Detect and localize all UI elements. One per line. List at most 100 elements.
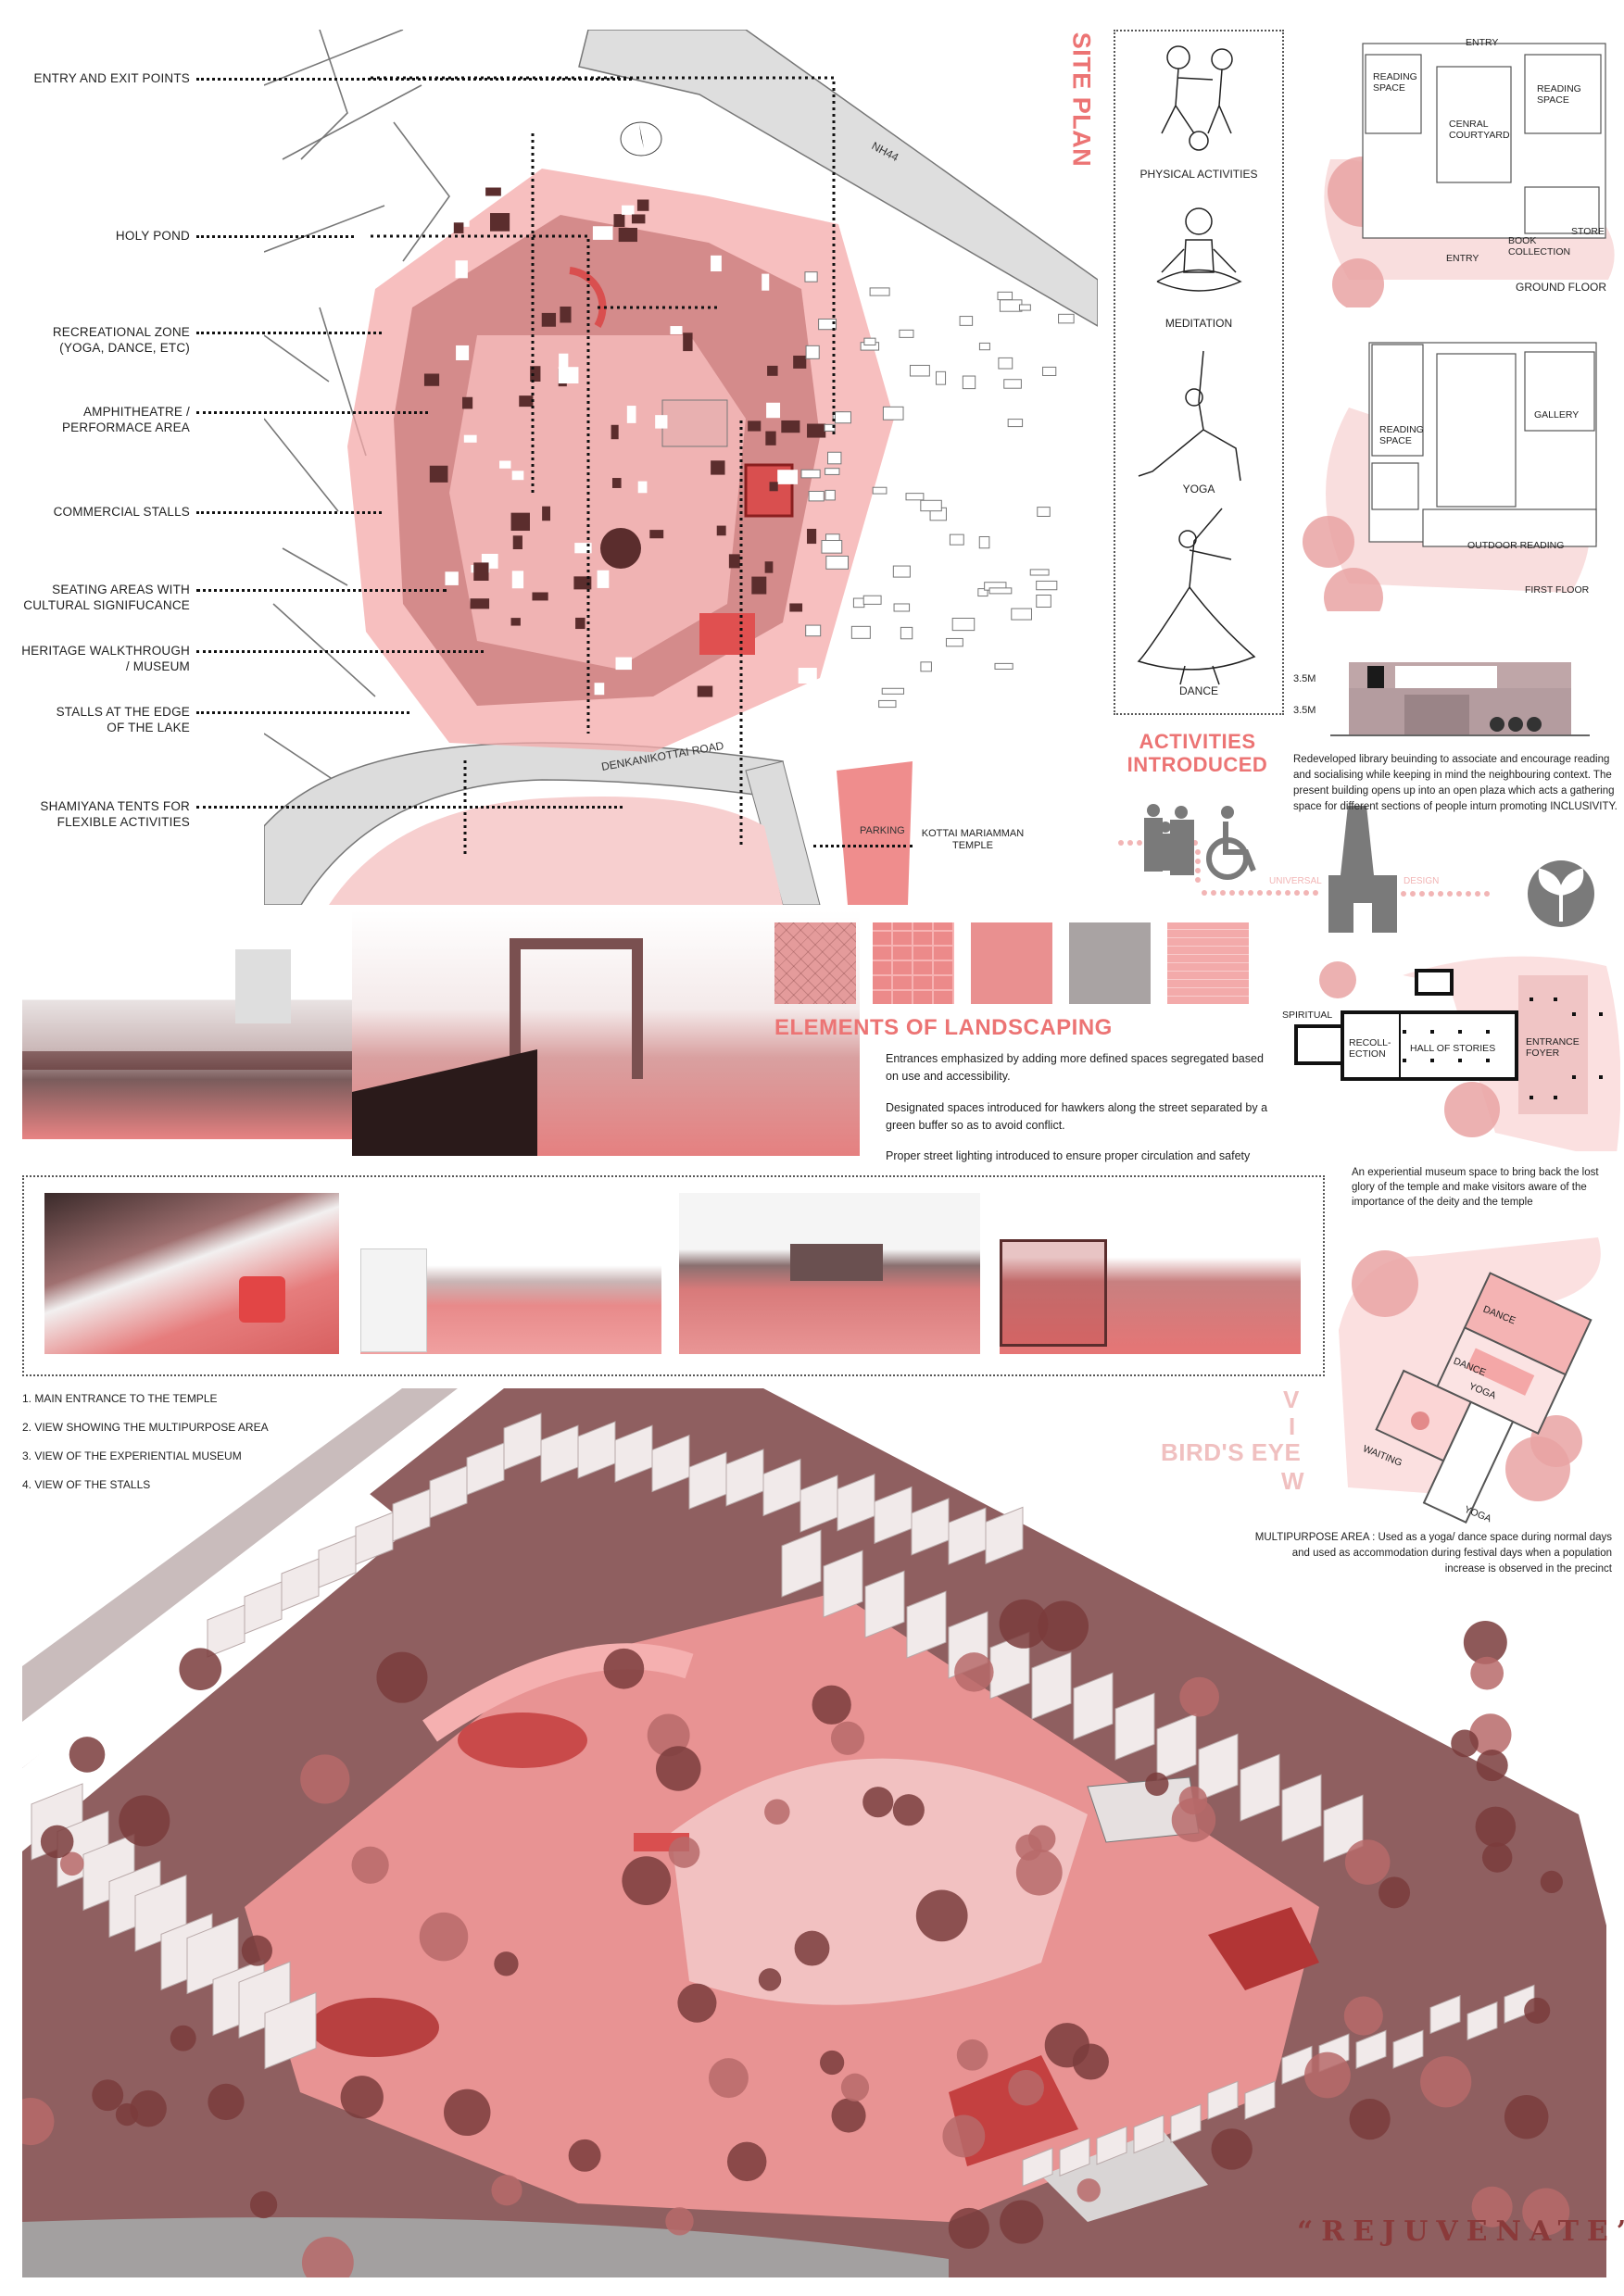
activity-yoga-label: YOGA — [1182, 483, 1215, 496]
tree-icon — [655, 1746, 701, 1791]
building-block — [558, 367, 579, 383]
building-outline — [945, 637, 963, 647]
tree-icon — [1344, 1839, 1391, 1885]
dance-illustration — [1137, 508, 1256, 685]
aerial-building — [1114, 1692, 1155, 1761]
aerial-building — [244, 1581, 283, 1635]
building-outline — [988, 587, 1013, 595]
tree-icon — [1324, 568, 1383, 611]
building-outline — [834, 411, 851, 424]
activity-dance-label: DANCE — [1178, 684, 1218, 697]
tree-icon — [491, 2175, 522, 2206]
building-outline — [850, 625, 871, 639]
building-block — [573, 576, 592, 590]
building-outline — [909, 364, 930, 377]
room-reading-space: READING SPACE — [1537, 83, 1581, 106]
site-label-7: HERITAGE WALKTHROUGH / MUSEUM — [21, 644, 190, 673]
tree-icon — [301, 2236, 354, 2289]
building-outline — [863, 337, 876, 345]
building-block — [499, 460, 511, 469]
building-outline — [920, 661, 932, 672]
tree-icon — [170, 2025, 196, 2051]
aerial-building — [355, 1512, 394, 1565]
building-outline — [935, 370, 947, 385]
texture-swatch-1 — [774, 922, 856, 1004]
tree-icon — [241, 1935, 272, 1966]
building-outline — [805, 345, 820, 359]
tree-icon — [1522, 2188, 1570, 2236]
building-outline — [818, 318, 837, 331]
tree-icon — [1171, 1798, 1216, 1842]
tree-icon — [1015, 1849, 1063, 1896]
building-outline — [804, 271, 818, 282]
building-block — [512, 535, 522, 550]
physical-activities-illustration — [1161, 45, 1233, 151]
building-outline — [1036, 595, 1051, 609]
building-outline — [1036, 580, 1058, 591]
birds-eye-title: BIRD'S EYE — [1161, 1438, 1302, 1466]
leader-line — [196, 235, 354, 238]
building-block — [613, 214, 625, 228]
building-block — [594, 683, 605, 696]
level-lower: 3.5M — [1293, 705, 1316, 716]
aerial-building — [1392, 2029, 1424, 2069]
tree-icon — [1481, 1842, 1513, 1873]
tree-icon — [351, 1846, 389, 1884]
view-2-photo — [360, 1193, 661, 1354]
building-block — [683, 332, 693, 352]
leader-line — [196, 806, 623, 809]
tree-icon — [300, 1754, 350, 1804]
tree-icon — [1145, 1772, 1169, 1796]
aerial-building — [1244, 2080, 1276, 2120]
tree-icon — [40, 1825, 74, 1859]
building-outline — [978, 535, 990, 549]
aerial-building — [1073, 1672, 1114, 1740]
room-reading-space: READING SPACE — [1379, 424, 1424, 446]
tree-icon — [862, 1787, 894, 1818]
building-block — [728, 554, 740, 569]
library-description: Redeveloped library beuinding to associa… — [1293, 754, 1618, 812]
view-letter-i: I — [1289, 1412, 1296, 1440]
aerial-buildings — [31, 1412, 1535, 2187]
building-outline — [892, 565, 911, 578]
tree-icon — [1469, 1713, 1512, 1756]
library-ground-floor-plan: ENTRY READING SPACE READING SPACE CENRAL… — [1293, 30, 1618, 307]
room-book-collection: BOOK COLLECTION — [1508, 235, 1571, 257]
building-outline — [893, 603, 911, 612]
aerial-building — [264, 1991, 317, 2070]
site-label-1: ENTRY AND EXIT POINTS — [33, 71, 190, 85]
building-block — [670, 326, 683, 334]
tree-icon — [1015, 1834, 1042, 1861]
site-plan-drawing: NH44 DENKANIKOTTAI ROAD PARKING — [263, 29, 1099, 906]
street-outlines — [263, 29, 450, 790]
building-block — [530, 366, 541, 382]
aerial-building — [429, 1465, 468, 1519]
building-block — [793, 355, 807, 369]
building-block — [655, 415, 668, 429]
building-block — [423, 373, 440, 386]
building-block — [626, 406, 636, 423]
aerial-building — [985, 1506, 1024, 1565]
tree-icon — [840, 2073, 870, 2102]
tree-icon — [1471, 2186, 1513, 2227]
parking-label: PARKING — [860, 825, 905, 836]
building-outline — [997, 291, 1013, 301]
tree-icon — [603, 1648, 645, 1689]
building-block — [511, 571, 524, 589]
leader-line — [196, 78, 632, 81]
aerial-building — [1207, 2080, 1239, 2120]
building-block — [716, 525, 726, 536]
tree-icon — [179, 1648, 222, 1691]
leaf-circle-icon — [1528, 860, 1594, 927]
tree-icon — [1524, 1997, 1551, 2024]
building-block — [542, 506, 550, 521]
tree-icon — [1451, 1729, 1479, 1758]
building-outline — [805, 624, 822, 637]
tree-icon — [794, 1930, 830, 1966]
building-outline — [905, 493, 925, 501]
building-block — [765, 431, 776, 445]
building-outline — [998, 357, 1013, 370]
aerial-building — [864, 1570, 905, 1638]
tree-icon — [1332, 258, 1384, 307]
site-label-4: AMPHITHEATRE / PERFORMACE AREA — [61, 405, 190, 434]
